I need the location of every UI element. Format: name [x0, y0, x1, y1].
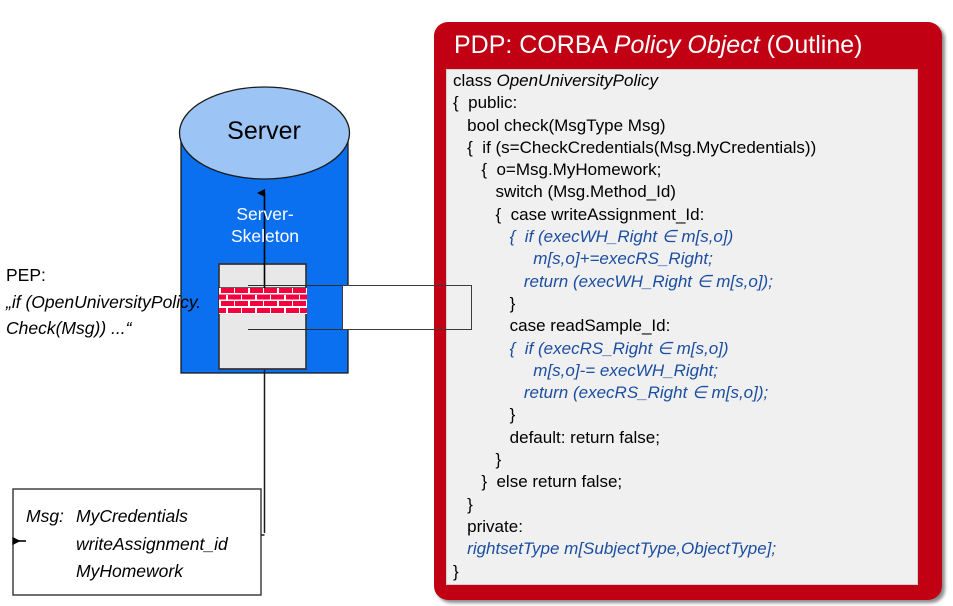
msg-row-1: writeAssignment_id	[26, 531, 256, 559]
code-line-5: switch (Msg.Method_Id)	[453, 182, 676, 202]
code-line-8: m[s,o]+=execRS_Right;	[453, 249, 713, 269]
code-line-13: m[s,o]-= execWH_Right;	[453, 360, 718, 380]
code-line-19: }	[453, 494, 473, 514]
server-skeleton-label-line2: Skeleton	[230, 226, 300, 247]
pep-gray-box-outline	[218, 263, 307, 370]
brick-mortar	[298, 294, 301, 300]
brick-mortar	[269, 307, 272, 313]
code-line-4: { o=Msg.MyHomework;	[453, 160, 662, 180]
pdp-title-italic: Policy Object	[613, 31, 760, 59]
code-line-21: rightsetType m[SubjectType,ObjectType];	[453, 539, 777, 559]
code-line-7: { if (execWH_Right ∈ m[s,o])	[453, 227, 734, 247]
code-line-6: { case writeAssignment_Id:	[453, 204, 705, 224]
brick-mortar	[255, 294, 257, 300]
msg-value-2: MyHomework	[76, 561, 183, 582]
connector-line-top	[248, 285, 343, 286]
code-line-10: }	[453, 293, 516, 313]
code-line-15: }	[453, 405, 516, 425]
brick-mortar	[240, 294, 243, 300]
code-line-17: }	[453, 450, 502, 470]
brick-mortar	[306, 288, 307, 293]
brick-mortar	[262, 288, 265, 293]
msg-row-0: Msg: MyCredentials	[26, 503, 256, 531]
brick-mortar	[262, 301, 265, 307]
msg-value-0: MyCredentials	[76, 506, 188, 526]
server-title: Server	[227, 117, 301, 145]
pdp-code-block: class OpenUniversityPolicy{ public: bool…	[446, 69, 918, 585]
pep-quote-line1: „if (OpenUniversityPolicy.	[6, 291, 202, 312]
brick-mortar	[284, 307, 286, 313]
code-line-0-keyword: class	[453, 71, 497, 90]
brick-mortar	[233, 301, 236, 307]
brick-mortar	[291, 301, 294, 307]
msg-value-1: writeAssignment_id	[76, 533, 228, 554]
brick-mortar	[219, 301, 221, 307]
code-line-11: case readSample_Id:	[453, 316, 671, 336]
code-line-16: default: return false;	[453, 427, 660, 447]
server-cylinder-top	[178, 86, 351, 180]
brick-mortar	[284, 294, 286, 300]
msg-box	[12, 488, 262, 596]
brick-mortar	[226, 294, 228, 300]
code-line-0: class OpenUniversityPolicy	[447, 70, 917, 92]
connector-backing	[343, 286, 434, 329]
pep-annotation: PEP: „if (OpenUniversityPolicy. Check(Ms…	[6, 262, 221, 342]
brick-mortar	[306, 301, 307, 307]
code-line-14: return (execRS_Right ∈ m[s,o]);	[453, 383, 769, 403]
connector-line-bottom	[248, 329, 343, 330]
msg-key-label: Msg:	[26, 506, 64, 526]
pep-pdp-connector	[342, 285, 472, 330]
brick-mortar	[248, 288, 250, 293]
brick-mortar	[255, 307, 257, 313]
brick-mortar	[233, 288, 236, 293]
code-line-20: private:	[453, 516, 523, 536]
brick-mortar	[277, 288, 279, 293]
server-skeleton-label-line1: Server-	[236, 204, 294, 224]
msg-row-2: MyHomework	[26, 558, 256, 586]
pep-label: PEP:	[6, 265, 46, 285]
pdp-panel-title: PDP: CORBA Policy Object (Outline)	[454, 31, 862, 60]
msg-box-content: Msg: MyCredentials writeAssignment_id MyH…	[26, 503, 256, 586]
pep-quote-line2: Check(Msg)) ...“	[6, 318, 132, 339]
code-line-0-identifier: OpenUniversityPolicy	[496, 71, 659, 90]
pdp-title-prefix: PDP: CORBA	[454, 31, 614, 59]
server-skeleton-label: Server- Skeleton	[210, 203, 320, 247]
code-line-3: { if (s=CheckCredentials(Msg.MyCredentia…	[453, 137, 817, 157]
brick-mortar	[291, 288, 294, 293]
code-line-9: return (execWH_Right ∈ m[s,o]);	[453, 271, 773, 291]
code-line-2: bool check(MsgType Msg)	[453, 115, 666, 135]
brick-mortar	[269, 294, 272, 300]
brick-mortar	[298, 307, 301, 313]
code-line-22: }	[453, 561, 459, 581]
brick-mortar	[226, 307, 228, 313]
firewall-brick-icon	[219, 288, 307, 314]
brick-mortar	[240, 307, 243, 313]
code-line-18: } else return false;	[453, 472, 623, 492]
brick-mortar	[248, 301, 250, 307]
pdp-title-suffix: (Outline)	[759, 31, 863, 59]
pdp-panel: PDP: CORBA Policy Object (Outline) class…	[434, 22, 942, 600]
code-line-12: { if (execRS_Right ∈ m[s,o])	[453, 338, 729, 358]
brick-mortar	[219, 288, 221, 293]
code-line-1: { public:	[453, 93, 518, 113]
brick-mortar	[277, 301, 279, 307]
